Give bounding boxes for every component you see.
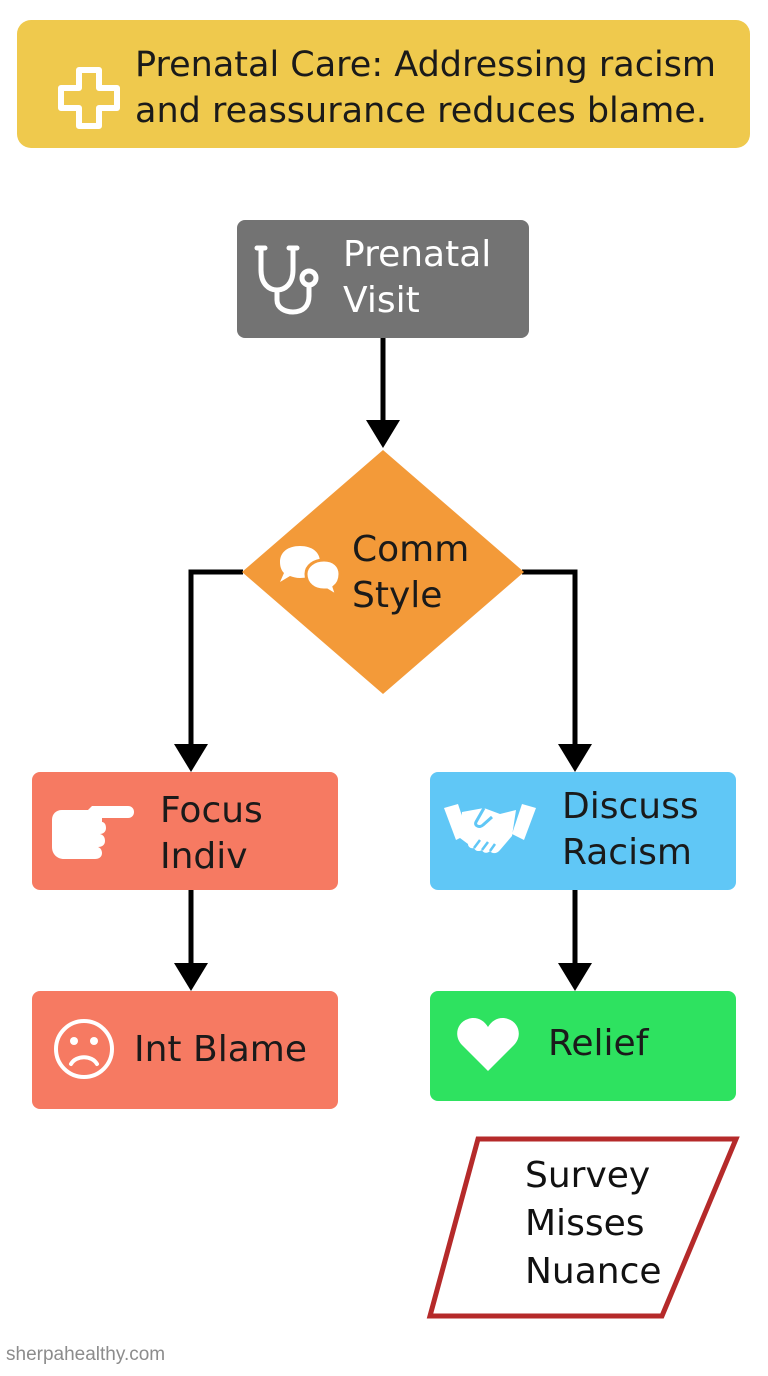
survey-note-line3: Nuance: [525, 1251, 662, 1292]
node-focus-indiv: Focus Indiv: [32, 772, 338, 890]
stethoscope-icon: [254, 245, 319, 315]
watermark: sherpahealthy.com: [6, 1344, 166, 1365]
pointing-hand-icon: [52, 806, 134, 859]
discuss-racism-line1: Discuss: [562, 786, 699, 827]
node-relief: Relief: [430, 991, 736, 1101]
survey-note-label: Survey Misses Nuance: [525, 1152, 662, 1296]
prenatal-visit-label: Prenatal Visit: [343, 232, 491, 324]
comm-style-line1: Comm: [352, 529, 470, 570]
survey-note-parallelogram: [426, 1136, 740, 1319]
discuss-racism-label: Discuss Racism: [562, 784, 699, 876]
relief-label: Relief: [548, 1023, 649, 1064]
connector-comm-to-racism: [522, 569, 578, 746]
focus-indiv-line2: Indiv: [160, 836, 248, 877]
arrowhead-to-relief: [558, 963, 592, 991]
arrowhead-to-blame: [174, 963, 208, 991]
medical-cross-icon: [58, 67, 120, 129]
header-title-line2: and reassurance reduces blame.: [135, 91, 707, 131]
discuss-racism-line2: Racism: [562, 832, 692, 873]
node-prenatal-visit: Prenatal Visit: [237, 220, 529, 338]
heart-icon: [457, 1017, 519, 1071]
sad-face-icon: [54, 1019, 114, 1079]
prenatal-visit-line2: Visit: [343, 280, 420, 321]
comm-style-label: Comm Style: [352, 527, 469, 619]
survey-note-line2: Misses: [525, 1203, 645, 1244]
header-title: Prenatal Care: Addressing racism and rea…: [135, 42, 735, 134]
prenatal-visit-line1: Prenatal: [343, 234, 492, 275]
speech-bubbles-icon: [280, 546, 342, 598]
header-title-line1: Prenatal Care: Addressing racism: [135, 45, 717, 85]
arrowhead-to-indiv: [174, 744, 208, 772]
arrowhead-to-comm: [366, 420, 400, 448]
int-blame-label: Int Blame: [134, 1029, 307, 1070]
connector-comm-to-indiv: [188, 569, 243, 746]
survey-note-line1: Survey: [525, 1155, 651, 1196]
comm-style-diamond: [242, 450, 524, 694]
focus-indiv-line1: Focus: [160, 790, 263, 831]
node-discuss-racism: Discuss Racism: [430, 772, 736, 890]
header-banner: Prenatal Care: Addressing racism and rea…: [17, 20, 750, 148]
comm-style-line2: Style: [352, 575, 443, 616]
arrowhead-to-racism: [558, 744, 592, 772]
handshake-icon: [444, 804, 536, 854]
node-int-blame: Int Blame: [32, 991, 338, 1109]
focus-indiv-label: Focus Indiv: [160, 788, 263, 880]
